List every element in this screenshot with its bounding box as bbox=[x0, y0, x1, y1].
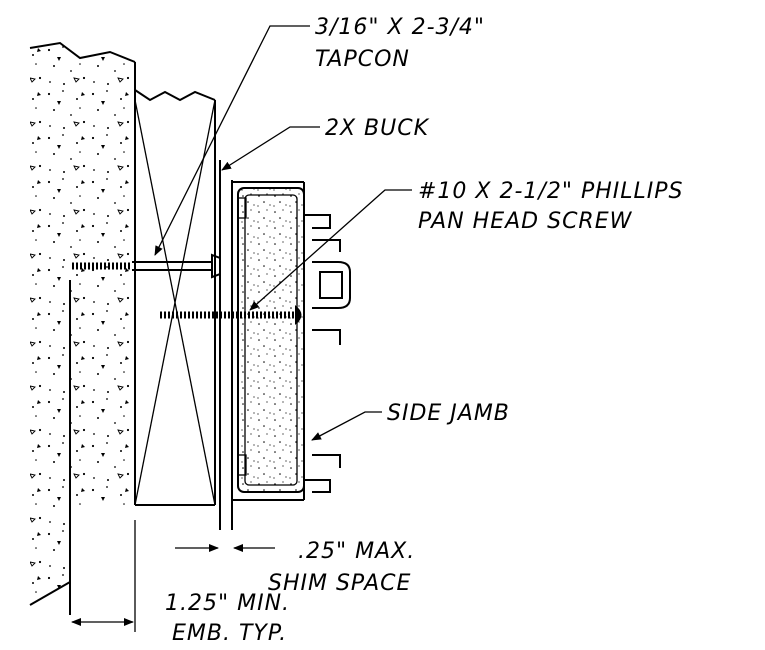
tapcon-label-line1: 3/16" X 2-3/4" bbox=[315, 15, 485, 40]
concrete-wall bbox=[29, 41, 136, 615]
embedment-label-line2: EMB. TYP. bbox=[172, 621, 287, 646]
screw-label-line1: #10 X 2-1/2" PHILLIPS bbox=[418, 179, 683, 204]
shim-label-line1: .25" MAX. bbox=[298, 539, 415, 564]
leader-lines bbox=[154, 25, 412, 441]
wood-buck bbox=[134, 89, 216, 506]
side-jamb-profile bbox=[232, 181, 351, 501]
shim-label-line2: SHIM SPACE bbox=[268, 571, 411, 596]
buck-label: 2X BUCK bbox=[325, 116, 430, 141]
tapcon-label-line2: TAPCON bbox=[315, 47, 410, 72]
screw-label-line2: PAN HEAD SCREW bbox=[418, 209, 633, 234]
phillips-screw bbox=[160, 305, 302, 325]
embedment-dimension bbox=[71, 520, 136, 632]
tapcon-screw bbox=[72, 253, 221, 279]
side-jamb-label: SIDE JAMB bbox=[387, 401, 510, 426]
embedment-label-line1: 1.25" MIN. bbox=[165, 591, 290, 616]
shim-space bbox=[219, 160, 233, 530]
